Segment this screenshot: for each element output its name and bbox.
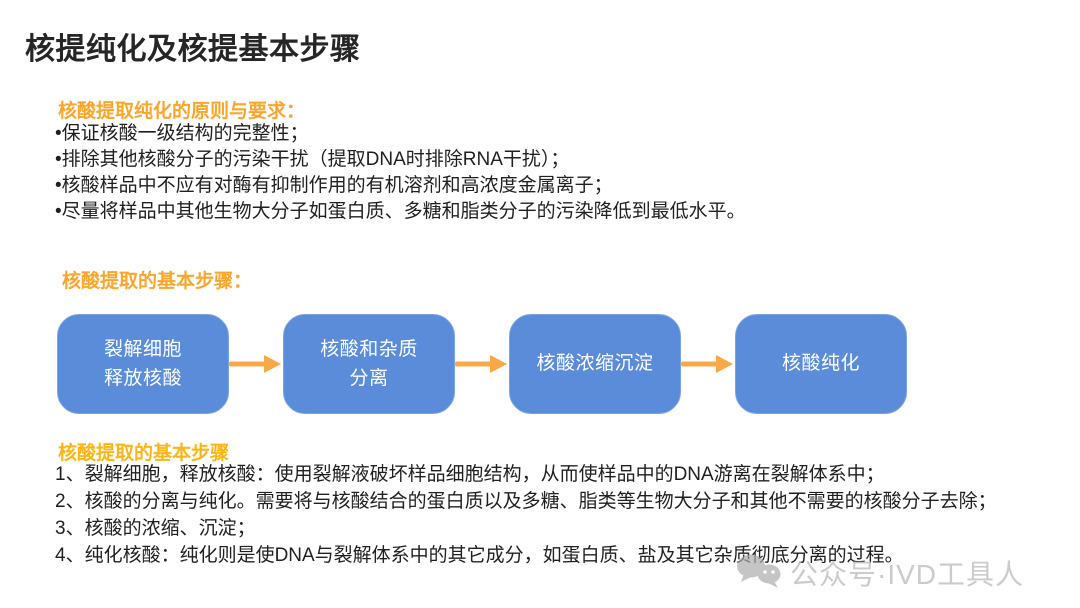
principles-heading: 核酸提取纯化的原则与要求： [58,101,306,122]
watermark-text: 公众号·IVD工具人 [790,558,1025,590]
principle-item: •排除其他核酸分子的污染干扰（提取DNA时排除RNA干扰）； [55,149,570,170]
principle-item: •核酸样品中不应有对酶有抑制作用的有机溶剂和高浓度金属离子； [55,175,613,196]
flow-step-purification: 核酸纯化 [735,314,907,414]
details-list: 1、裂解细胞，释放核酸：使用裂解液破坏样品细胞结构，从而使样品中的DNA游离在裂… [55,461,997,569]
flow-arrow-icon [455,314,509,414]
principles-list: •保证核酸一级结构的完整性； •排除其他核酸分子的污染干扰（提取DNA时排除RN… [55,121,746,225]
detail-item: 2、核酸的分离与纯化。需要将与核酸结合的蛋白质以及多糖、脂类等生物大分子和其他不… [55,491,997,512]
flow-step-lysis: 裂解细胞 释放核酸 [57,314,229,414]
flow-arrow-icon [229,314,283,414]
flow-heading: 核酸提取的基本步骤： [62,271,253,292]
flow-step-concentration: 核酸浓缩沉淀 [509,314,681,414]
detail-item: 4、纯化核酸：纯化则是使DNA与裂解体系中的其它成分，如蛋白质、盐及其它杂质彻底… [55,545,904,566]
wechat-icon [736,549,782,596]
details-heading: 核酸提取的基本步骤 [58,443,230,464]
watermark: 公众号·IVD工具人 [736,549,1024,596]
flow-step-separation: 核酸和杂质 分离 [283,314,455,414]
principle-item: •尽量将样品中其他生物大分子如蛋白质、多糖和脂类分子的污染降低到最低水平。 [55,201,746,222]
flow-diagram: 裂解细胞 释放核酸 核酸和杂质 分离 核酸浓缩沉淀 核酸纯化 [57,314,907,414]
detail-item: 1、裂解细胞，释放核酸：使用裂解液破坏样品细胞结构，从而使样品中的DNA游离在裂… [55,464,885,485]
principle-item: •保证核酸一级结构的完整性； [55,123,309,144]
page-title: 核提纯化及核提基本步骤 [25,33,361,66]
detail-item: 3、核酸的浓缩、沉淀； [55,518,256,539]
flow-arrow-icon [681,314,735,414]
